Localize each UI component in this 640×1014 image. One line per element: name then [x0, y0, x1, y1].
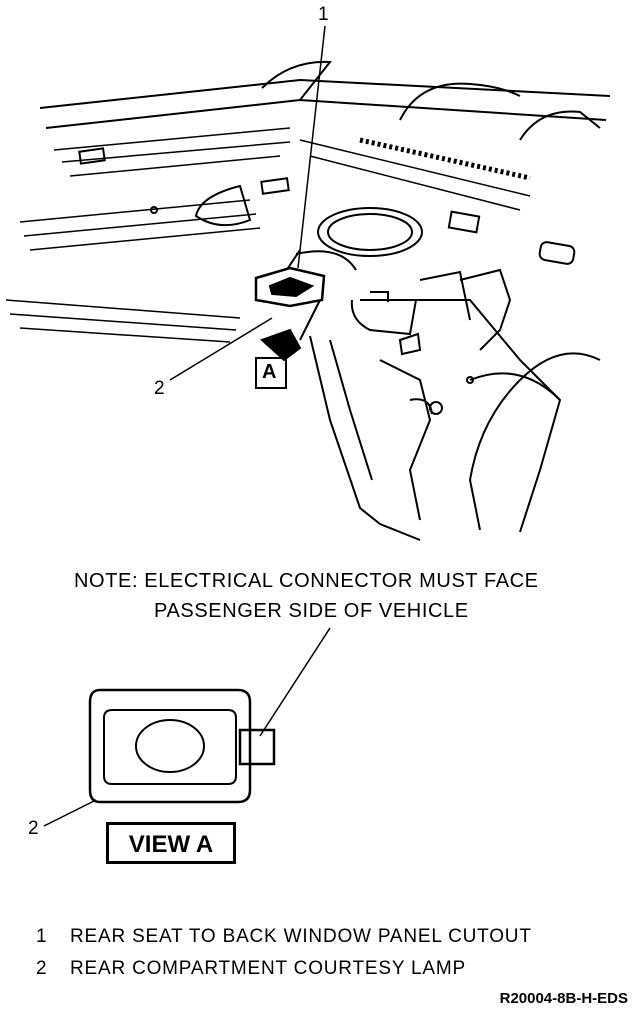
legend-text: REAR SEAT TO BACK WINDOW PANEL CUTOUT [70, 926, 532, 947]
note-line-2: PASSENGER SIDE OF VEHICLE [154, 600, 469, 622]
legend-text: REAR COMPARTMENT COURTESY LAMP [70, 958, 466, 979]
view-a-box: VIEW A [106, 822, 236, 864]
callout-2-label: 2 [154, 378, 166, 399]
figure-code: R20004-8B-H-EDS [499, 990, 628, 1007]
legend-item-1: 1 REAR SEAT TO BACK WINDOW PANEL CUTOUT [36, 926, 532, 948]
legend-number: 2 [36, 958, 48, 979]
detail-callout-label: 2 [28, 818, 40, 839]
legend-item-2: 2 REAR COMPARTMENT COURTESY LAMP [36, 958, 466, 980]
view-a-marker: A [262, 361, 277, 383]
rear-panel-drawing [5, 60, 611, 541]
legend-number: 1 [36, 926, 48, 947]
callout-1-label: 1 [318, 4, 330, 25]
leader-lines [43, 25, 331, 827]
view-a-lamp-detail [88, 688, 276, 804]
view-a-label: VIEW A [128, 831, 214, 858]
note-line-1: NOTE: ELECTRICAL CONNECTOR MUST FACE [74, 570, 539, 592]
